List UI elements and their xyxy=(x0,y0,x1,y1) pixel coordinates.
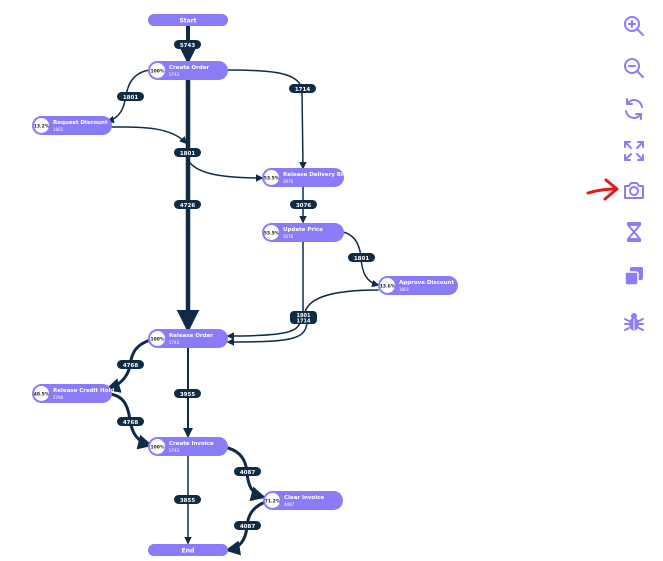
edge-merge-release-1[interactable] xyxy=(226,321,301,340)
debug-button[interactable] xyxy=(620,308,648,336)
fit-screen-icon xyxy=(624,141,644,161)
edge-label-request-main: 1801 xyxy=(174,148,201,157)
node-release-credit-hold[interactable]: 48.5% Release Credit Hold 2788 xyxy=(32,384,114,403)
node-clear-invoice[interactable]: 71.2% Clear Invoice 4087 xyxy=(263,491,343,510)
svg-text:13.2%: 13.2% xyxy=(34,123,50,129)
refresh-button[interactable] xyxy=(620,95,648,123)
svg-text:End: End xyxy=(182,548,195,555)
edge-label-delivery-update: 3076 xyxy=(290,200,317,209)
svg-text:Release Delivery Blo...: Release Delivery Blo... xyxy=(283,172,353,178)
node-release-delivery-block[interactable]: 53.5% Release Delivery Blo... 3076 xyxy=(262,168,353,187)
bug-icon xyxy=(624,313,644,331)
svg-text:3076: 3076 xyxy=(296,203,311,209)
svg-text:4087: 4087 xyxy=(240,524,255,530)
zoom-out-icon xyxy=(624,58,644,78)
node-update-price[interactable]: 53.5% Update Price 3076 xyxy=(262,223,344,242)
svg-text:3076: 3076 xyxy=(283,234,294,239)
edge-label-invoice-clear: 4087 xyxy=(234,467,261,476)
zoom-in-button[interactable] xyxy=(620,12,648,40)
svg-text:3076: 3076 xyxy=(283,179,294,184)
node-end[interactable]: End xyxy=(148,544,228,556)
edge-label-order-invoice: 3955 xyxy=(174,389,201,398)
svg-text:53.5%: 53.5% xyxy=(264,230,280,236)
fit-screen-button[interactable] xyxy=(620,137,648,165)
svg-text:71.2%: 71.2% xyxy=(265,498,281,504)
copy-icon xyxy=(624,267,643,286)
edge-label-create-delivery: 1714 xyxy=(289,84,316,93)
edge-main-delivery[interactable] xyxy=(187,159,264,182)
node-release-order[interactable]: 100% Release Order 5743 xyxy=(148,329,228,348)
svg-text:3855: 3855 xyxy=(180,498,195,504)
refresh-icon xyxy=(625,98,643,120)
edge-request-main[interactable] xyxy=(109,126,188,145)
svg-text:4726: 4726 xyxy=(180,203,195,209)
hourglass-button[interactable] xyxy=(620,218,648,246)
svg-text:1801: 1801 xyxy=(123,95,138,101)
edge-approve-merge[interactable] xyxy=(304,289,379,313)
svg-text:Request Discount: Request Discount xyxy=(53,120,108,126)
svg-text:53.5%: 53.5% xyxy=(264,175,280,181)
svg-text:5743: 5743 xyxy=(169,340,180,345)
svg-text:1714: 1714 xyxy=(295,87,310,93)
node-start[interactable]: Start xyxy=(148,14,228,26)
svg-text:1801: 1801 xyxy=(399,287,410,292)
svg-text:1801: 1801 xyxy=(297,313,311,319)
edge-label-clear-end: 4087 xyxy=(234,521,261,530)
svg-text:5743: 5743 xyxy=(169,72,180,77)
edge-label-create-request: 1801 xyxy=(117,92,144,101)
camera-icon xyxy=(624,182,644,199)
svg-text:3955: 3955 xyxy=(180,392,195,398)
svg-text:5743: 5743 xyxy=(169,448,180,453)
svg-text:Create Invoice: Create Invoice xyxy=(169,441,214,447)
edge-label-credit-invoice: 4768 xyxy=(117,417,144,426)
svg-text:Clear Invoice: Clear Invoice xyxy=(284,495,324,501)
svg-text:100%: 100% xyxy=(151,336,165,342)
svg-text:4087: 4087 xyxy=(240,470,255,476)
svg-text:2788: 2788 xyxy=(53,395,64,400)
svg-text:5743: 5743 xyxy=(180,43,195,49)
svg-text:1801: 1801 xyxy=(180,151,195,157)
screenshot-button[interactable] xyxy=(620,176,648,204)
svg-text:13.6%: 13.6% xyxy=(380,283,396,289)
svg-text:4087: 4087 xyxy=(284,502,295,507)
zoom-out-button[interactable] xyxy=(620,54,648,82)
edge-label-update-approve: 1801 xyxy=(348,253,375,262)
svg-text:1801: 1801 xyxy=(53,127,64,132)
svg-text:Release Credit Hold: Release Credit Hold xyxy=(53,388,114,394)
edge-merge-release-2[interactable] xyxy=(226,321,308,346)
svg-text:1801: 1801 xyxy=(354,256,369,262)
svg-text:1714: 1714 xyxy=(297,319,311,325)
edge-label-start-create: 5743 xyxy=(174,40,201,49)
node-request-discount[interactable]: 13.2% Request Discount 1801 xyxy=(32,116,112,135)
edge-label-order-credit: 4768 xyxy=(117,360,144,369)
red-pointer-arrow-icon xyxy=(586,178,619,201)
svg-text:4768: 4768 xyxy=(123,363,138,369)
edge-label-main-long: 4726 xyxy=(174,200,201,209)
hourglass-icon xyxy=(627,222,641,242)
node-create-invoice[interactable]: 100% Create Invoice 5743 xyxy=(148,437,228,456)
svg-text:100%: 100% xyxy=(151,68,165,74)
edge-label-merge: 1801 1714 xyxy=(290,311,317,325)
node-create-order[interactable]: 100% Create Order 5743 xyxy=(148,61,228,80)
node-approve-discount[interactable]: 13.6% Approve Discount 1801 xyxy=(378,276,458,295)
svg-text:100%: 100% xyxy=(151,444,165,450)
svg-text:Approve Discount: Approve Discount xyxy=(399,280,454,286)
svg-text:Update Price: Update Price xyxy=(283,227,323,233)
svg-text:Release Order: Release Order xyxy=(169,333,213,339)
svg-text:Start: Start xyxy=(179,18,196,25)
zoom-in-icon xyxy=(624,16,644,36)
edge-label-invoice-end: 3855 xyxy=(174,495,201,504)
svg-text:4768: 4768 xyxy=(123,420,138,426)
copy-button[interactable] xyxy=(620,262,648,290)
svg-text:Create Order: Create Order xyxy=(169,65,210,71)
svg-text:48.5%: 48.5% xyxy=(34,391,50,397)
